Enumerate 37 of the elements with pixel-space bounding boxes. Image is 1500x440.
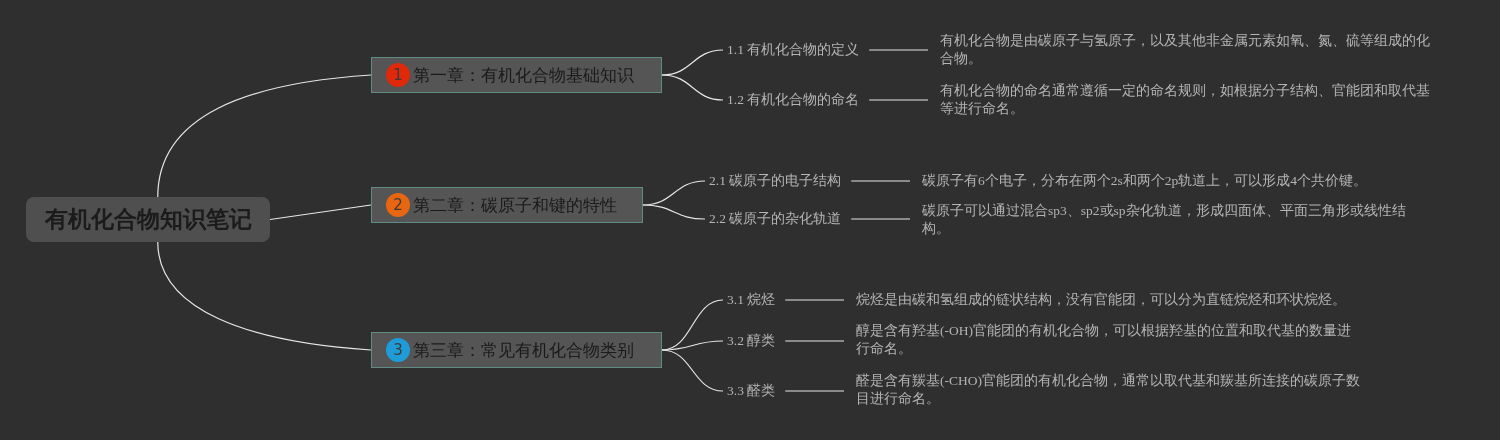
subtopic-label: 2.1 碳原子的电子结构	[709, 171, 842, 191]
number-badge: 3	[386, 338, 410, 362]
branch-line	[661, 74, 724, 101]
chapter-box	[371, 187, 643, 223]
number-badge: 2	[386, 193, 410, 217]
connector-line	[784, 299, 845, 301]
note-text: 有机化合物是由碳原子与氢原子，以及其他非金属元素如氧、氮、硫等组成的化合物。	[940, 32, 1440, 68]
note-text: 醇是含有羟基(-OH)官能团的有机化合物，可以根据羟基的位置和取代基的数量进行命名。	[856, 322, 1361, 358]
connector-line	[784, 390, 845, 392]
chapter-title: 第一章：有机化合物基础知识	[413, 63, 634, 87]
connector-line	[850, 218, 911, 220]
subtopic-label: 3.3 醛类	[727, 381, 776, 401]
branch-line	[157, 241, 372, 351]
chapter-title: 第二章：碳原子和键的特性	[413, 193, 617, 217]
branch-line	[269, 204, 372, 221]
note-text: 醛是含有羰基(-CHO)官能团的有机化合物，通常以取代基和羰基所连接的碳原子数目进行命名。	[856, 372, 1361, 408]
note-text: 碳原子有6个电子，分布在两个2s和两个2p轨道上，可以形成4个共价键。	[922, 172, 1402, 190]
note-text: 烷烃是由碳和氢组成的链状结构，没有官能团，可以分为直链烷烃和环状烷烃。	[856, 291, 1376, 309]
chapter-box	[371, 57, 662, 93]
branch-line	[642, 204, 706, 220]
chapter-box	[371, 332, 662, 368]
connector-line	[868, 99, 929, 101]
number-badge: 1	[386, 63, 410, 87]
subtopic-label: 3.1 烷烃	[727, 290, 776, 310]
connector-line	[868, 49, 929, 51]
branch-line	[157, 74, 372, 198]
note-text: 有机化合物的命名通常遵循一定的命名规则，如根据分子结构、官能团和取代基等进行命名。	[940, 82, 1440, 118]
subtopic-label: 2.2 碳原子的杂化轨道	[709, 209, 842, 229]
connector-line	[784, 340, 845, 342]
central-topic-box	[26, 197, 270, 242]
subtopic-label: 1.2 有机化合物的命名	[727, 90, 860, 110]
branch-line	[661, 349, 724, 392]
note-text: 碳原子可以通过混合sp3、sp2或sp杂化轨道，形成四面体、平面三角形或线性结构。	[922, 202, 1422, 238]
connector-line	[850, 180, 911, 182]
branch-line	[661, 340, 724, 351]
subtopic-label: 3.2 醇类	[727, 331, 776, 351]
subtopic-label: 1.1 有机化合物的定义	[727, 40, 860, 60]
